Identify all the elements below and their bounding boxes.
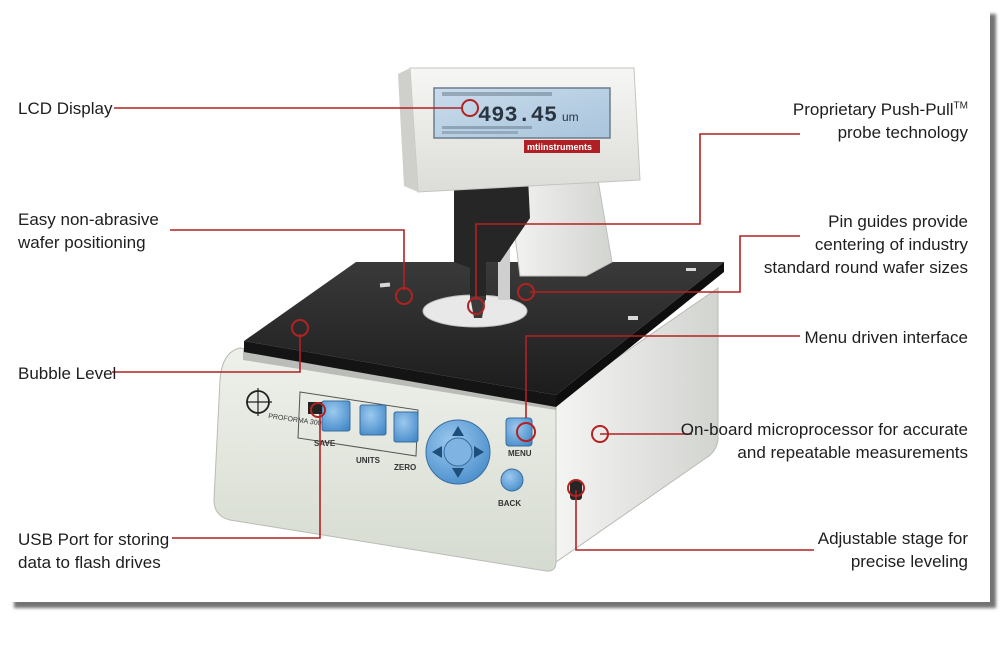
logo-mark xyxy=(246,388,272,416)
stage-edge xyxy=(244,341,556,407)
label-adjustable-stage: Adjustable stage for precise leveling xyxy=(817,529,968,571)
callout-lines xyxy=(112,107,814,551)
save-button[interactable] xyxy=(321,400,351,432)
units-button[interactable] xyxy=(359,404,387,436)
label-push-pull: Proprietary Push-PullTM probe technology xyxy=(792,100,968,142)
base-side xyxy=(555,287,719,563)
callout-line-bubble xyxy=(112,334,301,373)
lcd-value: 493.45 xyxy=(478,103,557,128)
brand-badge xyxy=(524,140,600,153)
callout-rings xyxy=(291,99,609,497)
label-pin-guides: Pin guides provide centering of industry… xyxy=(763,212,968,277)
lcd-unit: um xyxy=(562,110,579,124)
label-microprocessor: On-board microprocessor for accurate and… xyxy=(680,420,968,462)
ring-pushpull xyxy=(467,297,485,315)
probe-arm xyxy=(454,178,530,300)
callout-line-usb xyxy=(172,414,321,539)
units-label: UNITS xyxy=(356,456,381,465)
ring-micro xyxy=(591,425,609,443)
ring-menu xyxy=(516,422,536,442)
callout-line-stage xyxy=(575,490,814,551)
brand-text: mtiinstruments xyxy=(527,142,592,152)
callout-line-wafer xyxy=(170,229,405,290)
save-label: SAVE xyxy=(314,439,336,448)
callout-line-menu xyxy=(525,335,800,418)
menu-button[interactable] xyxy=(505,417,533,447)
ring-pin xyxy=(517,283,535,301)
label-lcd-display: LCD Display xyxy=(18,99,113,118)
zero-label: ZERO xyxy=(394,463,416,472)
stage-top xyxy=(244,262,724,395)
button-panel xyxy=(297,391,419,457)
ring-bubble xyxy=(291,319,309,337)
callout-line-pin xyxy=(530,235,800,293)
label-wafer-positioning: Easy non-abrasive wafer positioning xyxy=(18,210,159,252)
label-usb-port: USB Port for storing data to flash drive… xyxy=(18,530,170,572)
zero-button[interactable] xyxy=(393,411,419,443)
ring-wafer xyxy=(395,287,413,305)
ring-stage xyxy=(567,479,585,497)
back-button[interactable] xyxy=(500,468,524,492)
label-menu-interface: Menu driven interface xyxy=(804,328,968,347)
label-bubble-level: Bubble Level xyxy=(18,364,117,383)
back-label: BACK xyxy=(498,499,521,508)
ring-usb xyxy=(310,402,326,418)
ring-lcd xyxy=(461,99,479,117)
dpad[interactable] xyxy=(425,419,491,485)
callout-line-pushpull xyxy=(475,133,800,300)
menu-label: MENU xyxy=(508,449,532,458)
